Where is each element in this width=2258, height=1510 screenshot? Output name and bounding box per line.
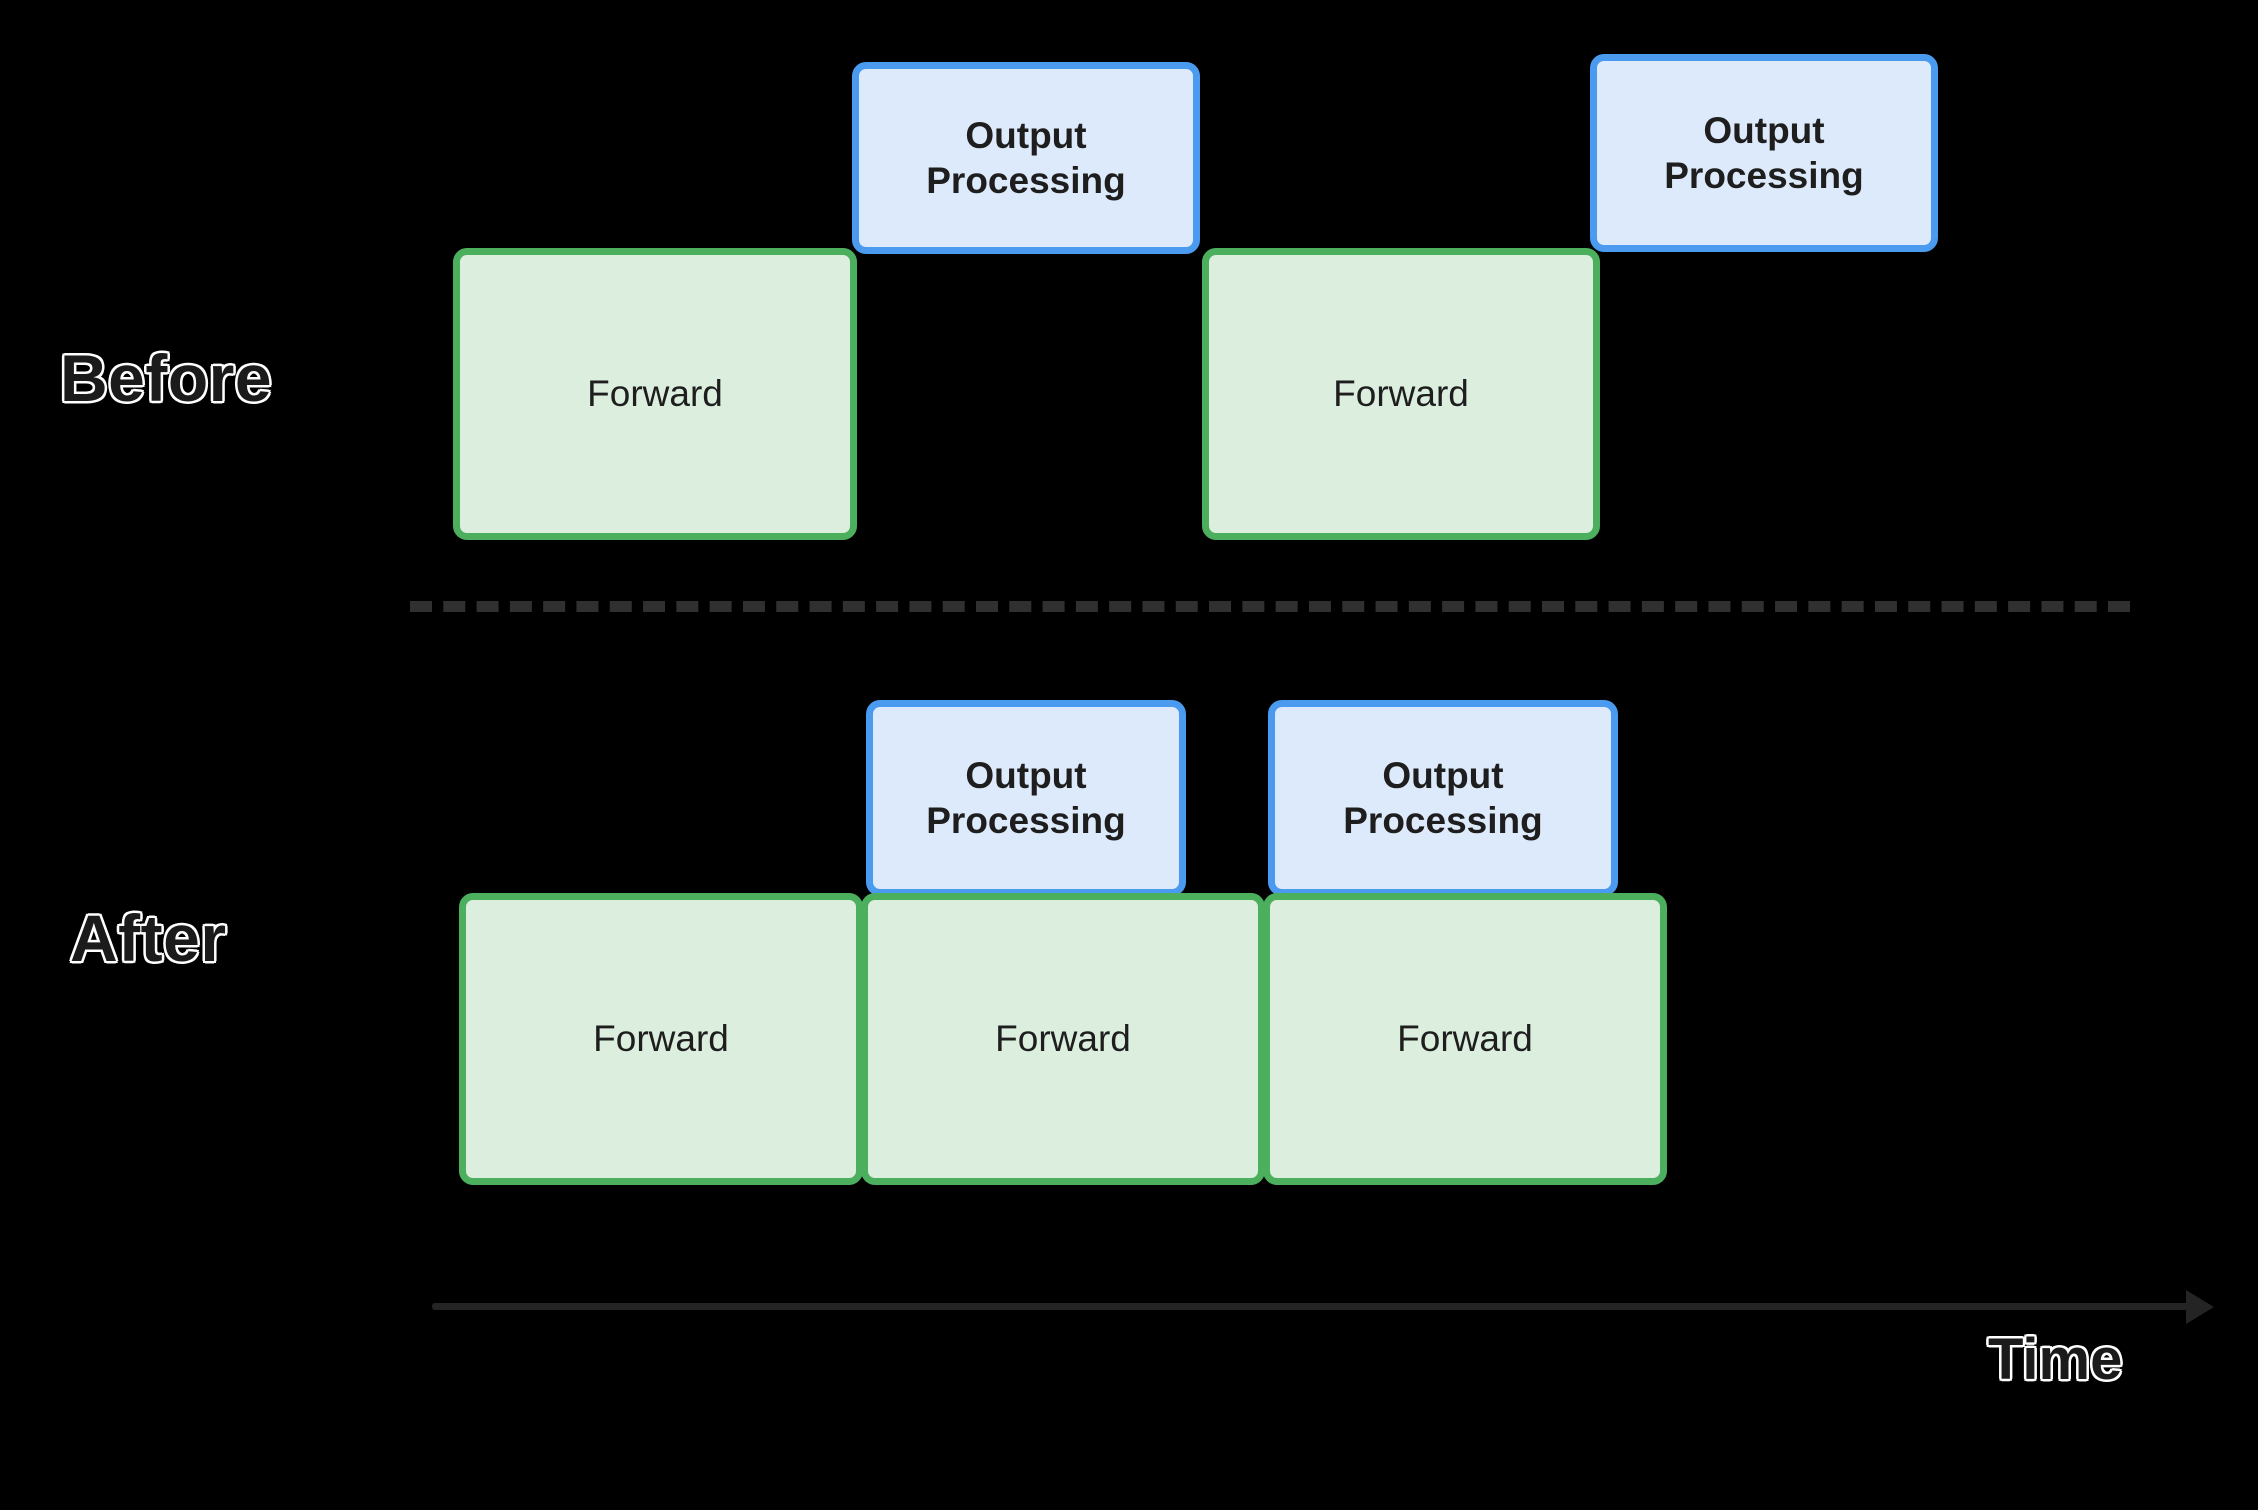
after-output-processing-block-1: Output Processing [866, 700, 1186, 896]
block-label: Output Processing [920, 113, 1131, 203]
after-forward-block-2: Forward [861, 893, 1265, 1185]
after-output-processing-block-2: Output Processing [1268, 700, 1618, 896]
block-label-line2: Processing [926, 160, 1126, 201]
section-divider [410, 601, 2130, 612]
time-axis-label: Time [1987, 1326, 2124, 1394]
block-label: Forward [587, 373, 723, 415]
block-label-line1: Output [965, 754, 1087, 796]
row-label-before: Before [59, 340, 273, 417]
block-label-line2: Processing [1664, 155, 1864, 196]
block-label-line1: Output [1703, 109, 1825, 151]
after-forward-block-1: Forward [459, 893, 863, 1185]
block-label-line2: Processing [926, 800, 1126, 841]
block-label-line1: Output [1382, 754, 1504, 796]
time-axis-line [432, 1303, 2192, 1310]
after-forward-block-3: Forward [1263, 893, 1667, 1185]
before-output-processing-block-1: Output Processing [852, 62, 1200, 254]
before-output-processing-block-2: Output Processing [1590, 54, 1938, 252]
block-label: Forward [1333, 373, 1469, 415]
block-label: Forward [1397, 1018, 1533, 1060]
block-label-line2: Processing [1343, 800, 1543, 841]
block-label: Forward [995, 1018, 1131, 1060]
row-label-after: After [69, 900, 228, 977]
block-label: Forward [593, 1018, 729, 1060]
before-forward-block-2: Forward [1202, 248, 1600, 540]
time-axis-arrow-icon [2186, 1290, 2214, 1324]
block-label: Output Processing [1337, 753, 1548, 843]
before-forward-block-1: Forward [453, 248, 857, 540]
block-label: Output Processing [1658, 108, 1869, 198]
block-label: Output Processing [920, 753, 1131, 843]
block-label-line1: Output [965, 114, 1087, 156]
